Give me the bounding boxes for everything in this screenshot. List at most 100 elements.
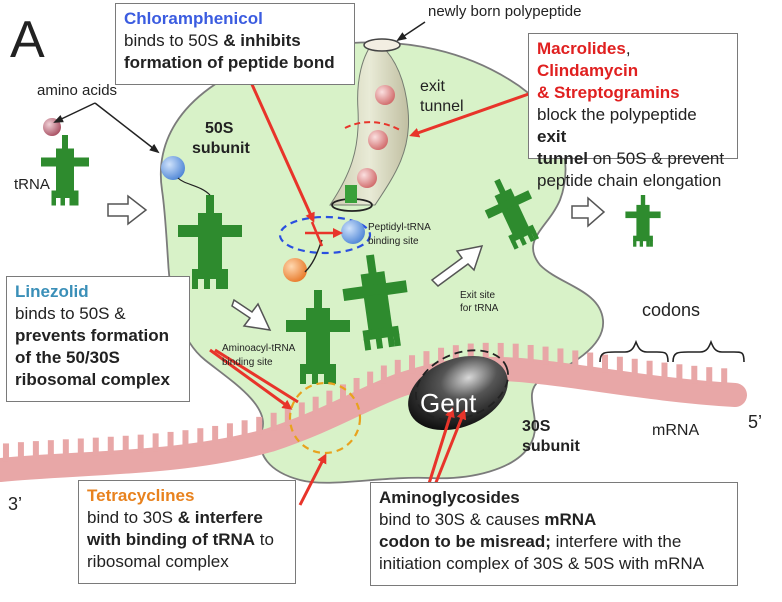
label-trna: tRNA bbox=[14, 176, 50, 193]
mrna-tooth bbox=[47, 440, 54, 459]
mrna-tooth bbox=[353, 377, 360, 396]
mrna-tooth bbox=[721, 368, 728, 387]
label-mrna: mRNA bbox=[652, 422, 700, 439]
macrolides-line2: on 50S & prevent bbox=[588, 149, 725, 168]
amino-acid-ball bbox=[283, 258, 307, 282]
mrna-tooth bbox=[380, 365, 387, 384]
macrolides-line2-bold: tunnel bbox=[537, 149, 588, 168]
mrna-tooth bbox=[92, 437, 99, 456]
mrna-tooth bbox=[467, 343, 474, 362]
linezolid-line1: binds to 50S & bbox=[15, 304, 126, 323]
label-aminoacyl-1: Aminoacyl-tRNA bbox=[222, 343, 296, 354]
aminoglycosides-line1: bind to 30S & causes bbox=[379, 510, 545, 529]
trna-free-left bbox=[41, 135, 89, 206]
tetracyclines-line1-bold: & interfere bbox=[177, 508, 263, 527]
mrna-tooth bbox=[17, 442, 24, 461]
mrna-tooth bbox=[152, 433, 159, 452]
mrna-tooth bbox=[661, 362, 668, 381]
trna-released bbox=[625, 195, 661, 247]
mrna-tooth bbox=[527, 344, 534, 363]
mrna-strand bbox=[0, 342, 747, 482]
polypeptide-bead bbox=[368, 130, 388, 150]
macrolides-title2: Clindamycin bbox=[537, 61, 639, 80]
label-50s-1: 50S bbox=[205, 120, 234, 137]
chloramphenicol-box: Chloramphenicol binds to 50S & inhibits … bbox=[115, 3, 355, 85]
mrna-tooth bbox=[256, 416, 263, 435]
label-exit-site-2: for tRNA bbox=[460, 303, 499, 314]
label-50s-2: subunit bbox=[192, 140, 250, 157]
mrna-tooth bbox=[587, 352, 594, 371]
mrna-tooth bbox=[602, 354, 609, 373]
mrna-tooth bbox=[646, 360, 653, 379]
label-peptidyl-2: binding site bbox=[368, 236, 419, 247]
mrna-tooth bbox=[197, 428, 204, 447]
macrolides-line1-bold: exit bbox=[537, 127, 567, 146]
mrna-tooth bbox=[326, 390, 333, 409]
gentamicin-blob bbox=[408, 355, 508, 431]
mrna-tooth bbox=[137, 434, 144, 453]
mrna-tooth bbox=[284, 407, 291, 426]
linezolid-box: Linezolid binds to 50S & prevents format… bbox=[6, 276, 190, 402]
tetracyclines-box: Tetracyclines bind to 30S & interfere wi… bbox=[78, 480, 296, 584]
mrna-tooth bbox=[62, 439, 69, 458]
tetracyclines-title: Tetracyclines bbox=[87, 486, 195, 505]
macrolides-title1: Macrolides bbox=[537, 39, 626, 58]
label-exit-tunnel-2: tunnel bbox=[420, 98, 464, 115]
tetracycline-site-highlight bbox=[288, 381, 362, 455]
panel-letter: A bbox=[10, 11, 45, 69]
mrna-tooth bbox=[676, 364, 683, 383]
mrna-tooth bbox=[394, 359, 401, 378]
mrna-tooth bbox=[616, 356, 623, 375]
mrna-tooth bbox=[241, 420, 248, 439]
amino-acid-ball bbox=[341, 220, 365, 244]
mrna-tooth bbox=[77, 438, 84, 457]
label-codons: codons bbox=[642, 300, 701, 320]
exit-tunnel bbox=[329, 38, 410, 212]
white-arrow bbox=[107, 194, 606, 331]
mrna-tooth bbox=[438, 347, 445, 366]
mrna-tooth bbox=[423, 351, 430, 370]
label-five-prime: 5’ bbox=[748, 412, 763, 432]
linezolid-line2: prevents formation bbox=[15, 326, 169, 345]
aminoglycosides-line2-bold: codon to be misread; bbox=[379, 532, 551, 551]
aminoglycosides-line1-bold: mRNA bbox=[544, 510, 597, 529]
mrna-tooth bbox=[409, 355, 416, 374]
tetracyclines-line1: bind to 30S bbox=[87, 508, 178, 527]
label-30s-2: subunit bbox=[522, 438, 580, 455]
mrna-tooth bbox=[706, 367, 713, 386]
chloramphenicol-line1-bold: & inhibits bbox=[223, 31, 301, 50]
mrna-tooth bbox=[367, 371, 374, 390]
mrna-tooth bbox=[542, 346, 549, 365]
mrna-tooth bbox=[107, 436, 114, 455]
macrolides-box: Macrolides, Clindamycin & Streptogramins… bbox=[528, 33, 738, 190]
mrna-tooth bbox=[32, 441, 39, 460]
mrna-tooth bbox=[2, 443, 9, 462]
mrna-tooth bbox=[226, 423, 233, 442]
mrna-tooth bbox=[631, 358, 638, 377]
mrna-tooth bbox=[298, 402, 305, 421]
label-exit-site-1: Exit site bbox=[460, 290, 496, 301]
macrolides-line3: peptide chain elongation bbox=[537, 171, 722, 190]
linezolid-line4: ribosomal complex bbox=[15, 370, 170, 389]
aminoglycosides-title: Aminoglycosides bbox=[379, 488, 520, 507]
red-arrows bbox=[209, 79, 541, 506]
mrna-tooth bbox=[572, 350, 579, 369]
label-amino-acids: amino acids bbox=[37, 82, 118, 99]
tetracyclines-line2-bold: with binding of tRNA bbox=[87, 530, 256, 549]
mrna-tooth bbox=[312, 396, 319, 415]
mrna-tooth bbox=[212, 425, 219, 444]
label-three-prime: 3’ bbox=[8, 494, 23, 514]
mrna-tooth bbox=[691, 365, 698, 384]
mrna-tooth bbox=[557, 348, 564, 367]
mrna-tooth bbox=[182, 430, 189, 449]
label-30s-1: 30S bbox=[522, 418, 551, 435]
polypeptide-bead bbox=[375, 85, 395, 105]
label-peptidyl-1: Peptidyl-tRNA bbox=[368, 222, 431, 233]
macrolides-sep: , bbox=[625, 39, 631, 58]
aminoglycosides-line3: initiation complex of 30S & 50S with mRN… bbox=[379, 554, 705, 573]
chloramphenicol-title: Chloramphenicol bbox=[124, 9, 263, 28]
macrolides-title3: & Streptogramins bbox=[537, 83, 680, 102]
tetracyclines-line3: ribosomal complex bbox=[87, 552, 229, 571]
chloramphenicol-line1: binds to 50S bbox=[124, 31, 224, 50]
mrna-tooth bbox=[512, 343, 519, 362]
